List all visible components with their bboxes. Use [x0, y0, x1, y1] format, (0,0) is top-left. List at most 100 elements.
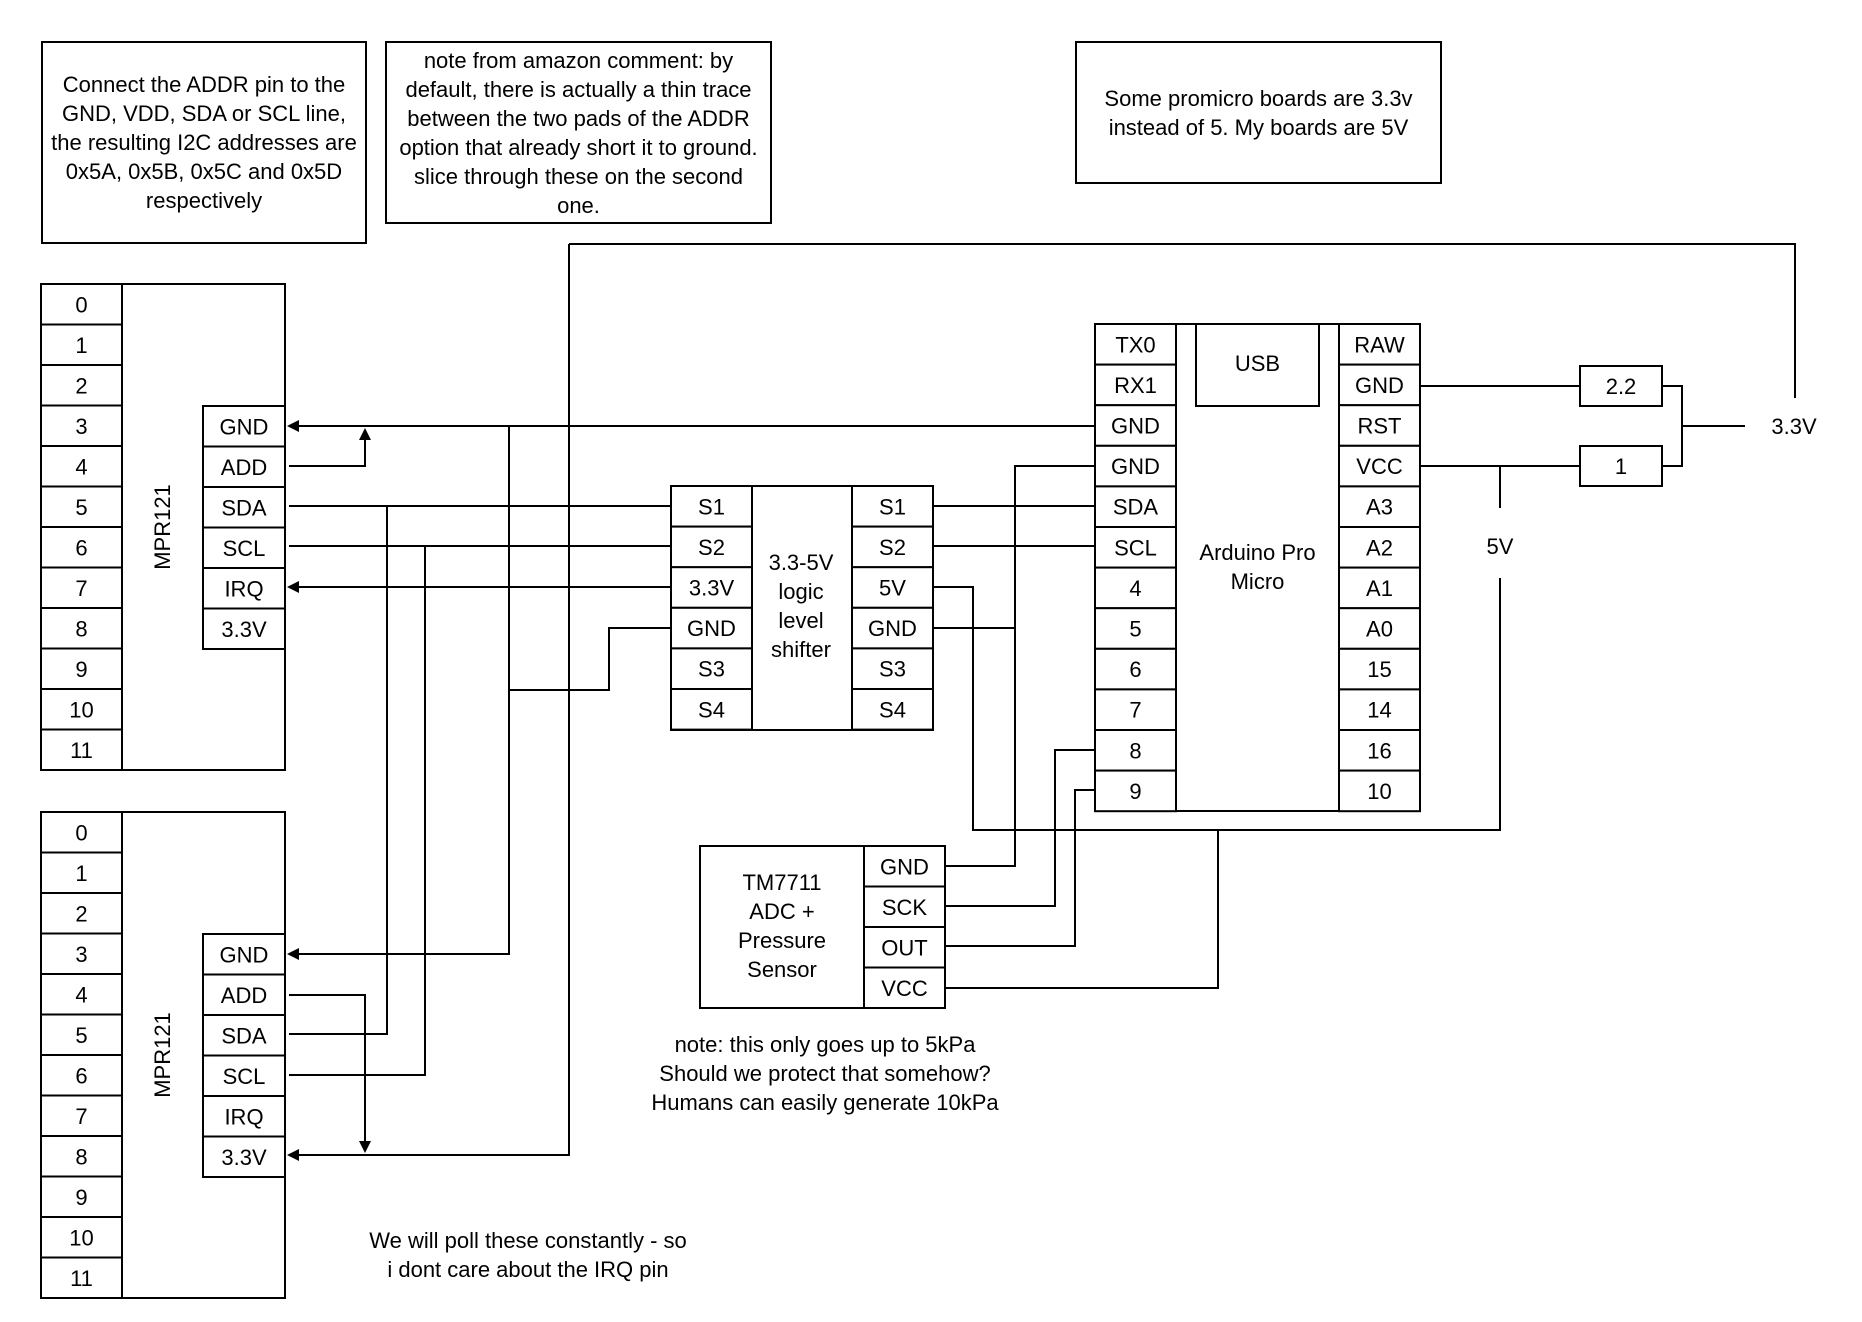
- mpr121-2-electrode-cell-11: [40, 1256, 123, 1299]
- mpr121-1-electrode-pin-7: 7: [75, 576, 87, 601]
- arduino-left-pin-rx1: RX1: [1114, 373, 1157, 398]
- wires: [287, 243, 1796, 1161]
- rail-3v3-label: 3.3V: [1771, 414, 1817, 439]
- mpr121-1-cell-4: [202, 567, 286, 610]
- wire-sda-mpr2: [289, 506, 388, 1035]
- mpr121-1-label: MPR121: [150, 484, 175, 570]
- tm7711-pin-out: OUT: [881, 935, 927, 960]
- arduino-left-cell-3: [1094, 444, 1177, 488]
- arduino-right-pin-10: 10: [1367, 779, 1391, 804]
- arduino-right-pin-16: 16: [1367, 738, 1391, 763]
- wire-vcc-tm7711: [945, 830, 1219, 989]
- mpr121-1-electrode-cell-4: [40, 445, 123, 488]
- pressure-note: note: this only goes up to 5kPa Should w…: [651, 1032, 999, 1115]
- mpr121-1-electrode-pin-11: 11: [70, 738, 93, 763]
- shifter-right-pin-gnd: GND: [868, 616, 917, 641]
- mpr121-2-cell-2: [202, 1014, 286, 1057]
- shifter-label: 3.3-5V logic level shifter: [768, 550, 834, 662]
- arduino-left-pin-sda: SDA: [1113, 495, 1159, 520]
- arduino-left-pin-8: 8: [1129, 738, 1141, 763]
- shifter-left-pin-s1: S1: [698, 494, 725, 519]
- mpr121-1-electrode-pin-2: 2: [75, 373, 87, 398]
- arduino-right-pin-rst: RST: [1358, 414, 1402, 439]
- addr-note: Connect the ADDR pin to the GND, VDD, SD…: [41, 41, 367, 244]
- shifter-left-pin-s3: S3: [698, 657, 725, 682]
- shifter-right-cell-0: [851, 485, 934, 528]
- arduino-left-cell-1: [1094, 363, 1177, 407]
- wire-scl-mpr2: [289, 546, 426, 1076]
- wire-gnd-mpr2: [287, 426, 510, 960]
- mpr121-2-electrode-cell-4: [40, 973, 123, 1016]
- tm7711-cell-0: [863, 845, 946, 888]
- mpr121-2-electrode-pin-3: 3: [75, 942, 87, 967]
- mpr121-2-electrode-cell-8: [40, 1135, 123, 1178]
- arduino-right-pin-raw: RAW: [1354, 332, 1405, 357]
- mpr121-1-electrode-pin-1: 1: [75, 333, 87, 358]
- resistor-1-label: 1: [1615, 454, 1627, 479]
- mpr121-2-electrode-pin-8: 8: [75, 1144, 87, 1169]
- promicro-note: Some promicro boards are 3.3v instead of…: [1075, 41, 1442, 184]
- mpr121-1-electrode-cell-1: [40, 323, 123, 366]
- arduino-left-pin-gnd: GND: [1111, 414, 1160, 439]
- arduino-left-cell-11: [1094, 769, 1177, 813]
- wire-5v-shifter: [933, 578, 1501, 831]
- shifter-left-cell-0: [670, 485, 753, 528]
- shifter-left-pin-s2: S2: [698, 535, 725, 560]
- shifter-left-pin-3-3v: 3.3V: [689, 576, 735, 601]
- resistor-2-2-label: 2.2: [1606, 374, 1637, 399]
- mpr121-2-electrode-pin-9: 9: [75, 1185, 87, 1210]
- mpr121-1-electrode-pin-10: 10: [69, 697, 93, 722]
- mpr121-1-pin-3-3v: 3.3V: [221, 617, 267, 642]
- arduino-left-pin-tx0: TX0: [1115, 332, 1155, 357]
- shifter-left-pin-s4: S4: [698, 697, 725, 722]
- rail-5v-label: 5V: [1487, 534, 1514, 559]
- shifter-left-cell-5: [670, 688, 753, 731]
- mpr121-1-pin-irq: IRQ: [224, 576, 263, 601]
- arduino-right-pin-a0: A0: [1366, 617, 1393, 642]
- mpr121-1-cell-1: [202, 445, 286, 488]
- mpr121-1-electrode-cell-5: [40, 485, 123, 528]
- mpr121-1-electrode-cell-6: [40, 526, 123, 569]
- mpr121-2-electrode-pin-4: 4: [75, 982, 87, 1007]
- mpr121-2-electrode-pin-1: 1: [75, 861, 87, 886]
- mpr121-2-electrode-pin-0: 0: [75, 820, 87, 845]
- shifter-left-cell-3: [670, 606, 753, 650]
- amazon-note: note from amazon comment: by default, th…: [385, 41, 772, 224]
- arduino-left-cell-6: [1094, 566, 1177, 610]
- mpr121-2-pin-gnd: GND: [220, 942, 269, 967]
- arduino-right-pin-gnd: GND: [1355, 373, 1404, 398]
- arduino-right-cell-8: [1338, 647, 1421, 691]
- arduino-left-pin-7: 7: [1129, 698, 1141, 723]
- mpr121-2-cell-3: [202, 1054, 286, 1097]
- wire-add2-33v: [289, 994, 371, 1153]
- mpr121-2-electrode-pin-6: 6: [75, 1063, 87, 1088]
- arduino-left-pin-6: 6: [1129, 657, 1141, 682]
- wire-divider: [1662, 385, 1683, 467]
- mpr121-2-electrode-cell-7: [40, 1094, 123, 1137]
- mpr121-1-pin-gnd: GND: [220, 414, 269, 439]
- arduino-right-cell-1: [1338, 363, 1421, 407]
- arduino-left-pin-4: 4: [1129, 576, 1141, 601]
- mpr121-1-electrode-pin-6: 6: [75, 535, 87, 560]
- arduino-left-cell-0: [1094, 323, 1177, 366]
- wire-add1-gnd: [289, 428, 371, 467]
- shifter-right-pin-s3: S3: [879, 657, 906, 682]
- arduino-label: Arduino Pro Micro: [1199, 540, 1316, 594]
- shifter-left-pin-gnd: GND: [687, 616, 736, 641]
- mpr121-1-electrode-cell-0: [40, 283, 123, 326]
- mpr121-1-electrode-cell-7: [40, 566, 123, 609]
- mpr121-2-electrode-cell-9: [40, 1175, 123, 1218]
- mpr121-2-cell-4: [202, 1095, 286, 1138]
- arduino-right-pin-a1: A1: [1366, 576, 1393, 601]
- mpr121-1-electrode-pin-5: 5: [75, 495, 87, 520]
- shifter-right-pin-s4: S4: [879, 697, 906, 722]
- mpr121-2-cell-5: [202, 1135, 286, 1178]
- mpr121-1-cell-5: [202, 607, 286, 650]
- shifter-right-pin-s2: S2: [879, 535, 906, 560]
